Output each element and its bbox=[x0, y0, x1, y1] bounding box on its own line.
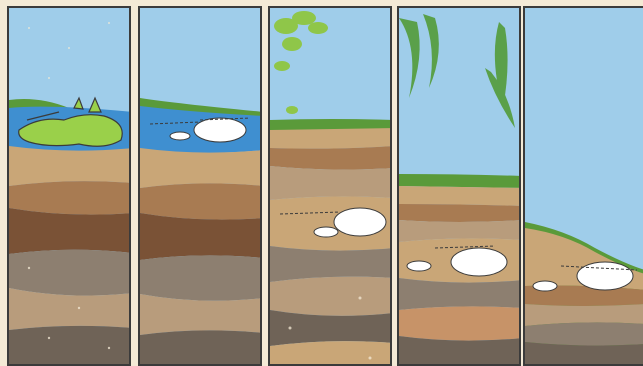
grass bbox=[399, 174, 521, 188]
panel-skeleton-water bbox=[138, 6, 262, 366]
panel-3-scene bbox=[270, 8, 392, 366]
panel-5-scene bbox=[525, 8, 643, 366]
panel-buried bbox=[268, 6, 392, 366]
panel-deeper bbox=[397, 6, 521, 366]
panel-1-scene bbox=[9, 8, 131, 366]
panel-exposed bbox=[523, 6, 643, 366]
panel-4-scene bbox=[399, 8, 521, 366]
panel-2-scene bbox=[140, 8, 262, 366]
panel-dinosaur-dies bbox=[7, 6, 131, 366]
